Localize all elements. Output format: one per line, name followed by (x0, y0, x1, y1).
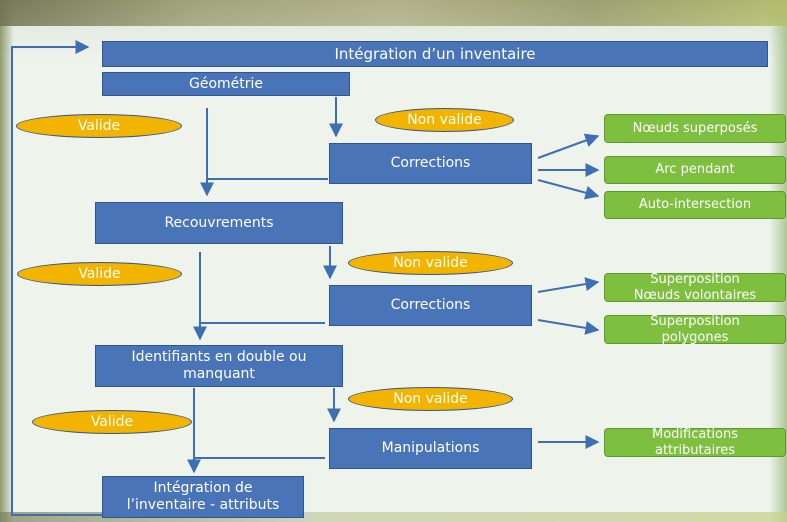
arrow-to-auto-intersection (537, 179, 600, 200)
arrow-to-noeuds-superposes (537, 133, 600, 159)
box-recouvrements-label: Recouvrements (164, 214, 274, 231)
result-arc-pendant: Arc pendant (604, 156, 786, 184)
box-corrections-2: Corrections (329, 285, 532, 326)
pill-non-valide-2-label: Non valide (393, 255, 468, 271)
pill-non-valide-1-label: Non valide (407, 112, 482, 128)
result-auto-intersection: Auto-intersection (604, 191, 786, 219)
box-corrections-1: Corrections (329, 143, 532, 184)
result-superposition-noeuds-label-line2: Nœuds volontaires (633, 287, 757, 303)
result-modifications-label-line2: attributaires (654, 442, 736, 458)
result-arc-pendant-label: Arc pendant (655, 162, 735, 178)
result-superposition-noeuds-label-line1: Superposition (650, 271, 740, 287)
pill-non-valide-3-label: Non valide (393, 391, 468, 407)
arrow-to-superposition-polygones (537, 319, 600, 335)
background-bottom-strip (0, 512, 787, 522)
box-manipulations: Manipulations (329, 428, 532, 469)
result-auto-intersection-label: Auto-intersection (638, 197, 752, 213)
box-corrections-1-label: Corrections (390, 155, 471, 172)
feedback-loop-arrow (11, 40, 102, 516)
box-integration-attributs-label-line1: Intégration de (153, 480, 253, 497)
pill-non-valide-3: Non valide (348, 387, 513, 411)
arrow-to-superposition-noeuds (537, 277, 600, 293)
pill-non-valide-1: Non valide (375, 108, 514, 132)
result-noeuds-superposes-label: Nœuds superposés (632, 120, 758, 136)
result-superposition-noeuds: Superposition Nœuds volontaires (604, 271, 786, 303)
pill-non-valide-2: Non valide (348, 251, 513, 275)
box-identifiants-label-line1: Identifiants en double ou (131, 349, 307, 366)
result-modifications-attributaires: Modifications attributaires (604, 426, 786, 458)
box-geometrie: Géométrie (102, 72, 350, 96)
box-integration-attributs: Intégration de l’inventaire - attributs (102, 476, 304, 518)
background-top-strip (0, 0, 787, 26)
box-recouvrements: Recouvrements (95, 202, 343, 244)
box-manipulations-label: Manipulations (381, 440, 480, 457)
pill-valide-3: Valide (32, 410, 192, 434)
result-superposition-polygones: Superposition polygones (604, 313, 786, 345)
valide-path-2 (199, 252, 325, 324)
box-corrections-2-label: Corrections (390, 297, 471, 314)
result-superposition-polygones-label-line1: Superposition (650, 313, 740, 329)
result-modifications-label-line1: Modifications (651, 426, 738, 442)
pill-valide-1: Valide (16, 114, 182, 138)
valide-path-1 (206, 108, 328, 180)
box-integration-inventaire: Intégration d’un inventaire (102, 41, 768, 67)
pill-valide-2-label: Valide (78, 266, 121, 282)
pill-valide-3-label: Valide (90, 414, 134, 430)
box-integration-attributs-label-line2: l’inventaire - attributs (126, 497, 280, 513)
box-integration-inventaire-label: Intégration d’un inventaire (334, 45, 536, 63)
valide-path-3 (193, 388, 325, 459)
box-identifiants-label-line2: manquant (183, 366, 255, 382)
box-identifiants: Identifiants en double ou manquant (95, 345, 343, 387)
pill-valide-2: Valide (17, 262, 182, 286)
pill-valide-1-label: Valide (77, 118, 121, 134)
box-geometrie-label: Géométrie (188, 75, 264, 92)
result-superposition-polygones-label-line2: polygones (661, 329, 729, 345)
result-noeuds-superposes: Nœuds superposés (604, 114, 786, 143)
